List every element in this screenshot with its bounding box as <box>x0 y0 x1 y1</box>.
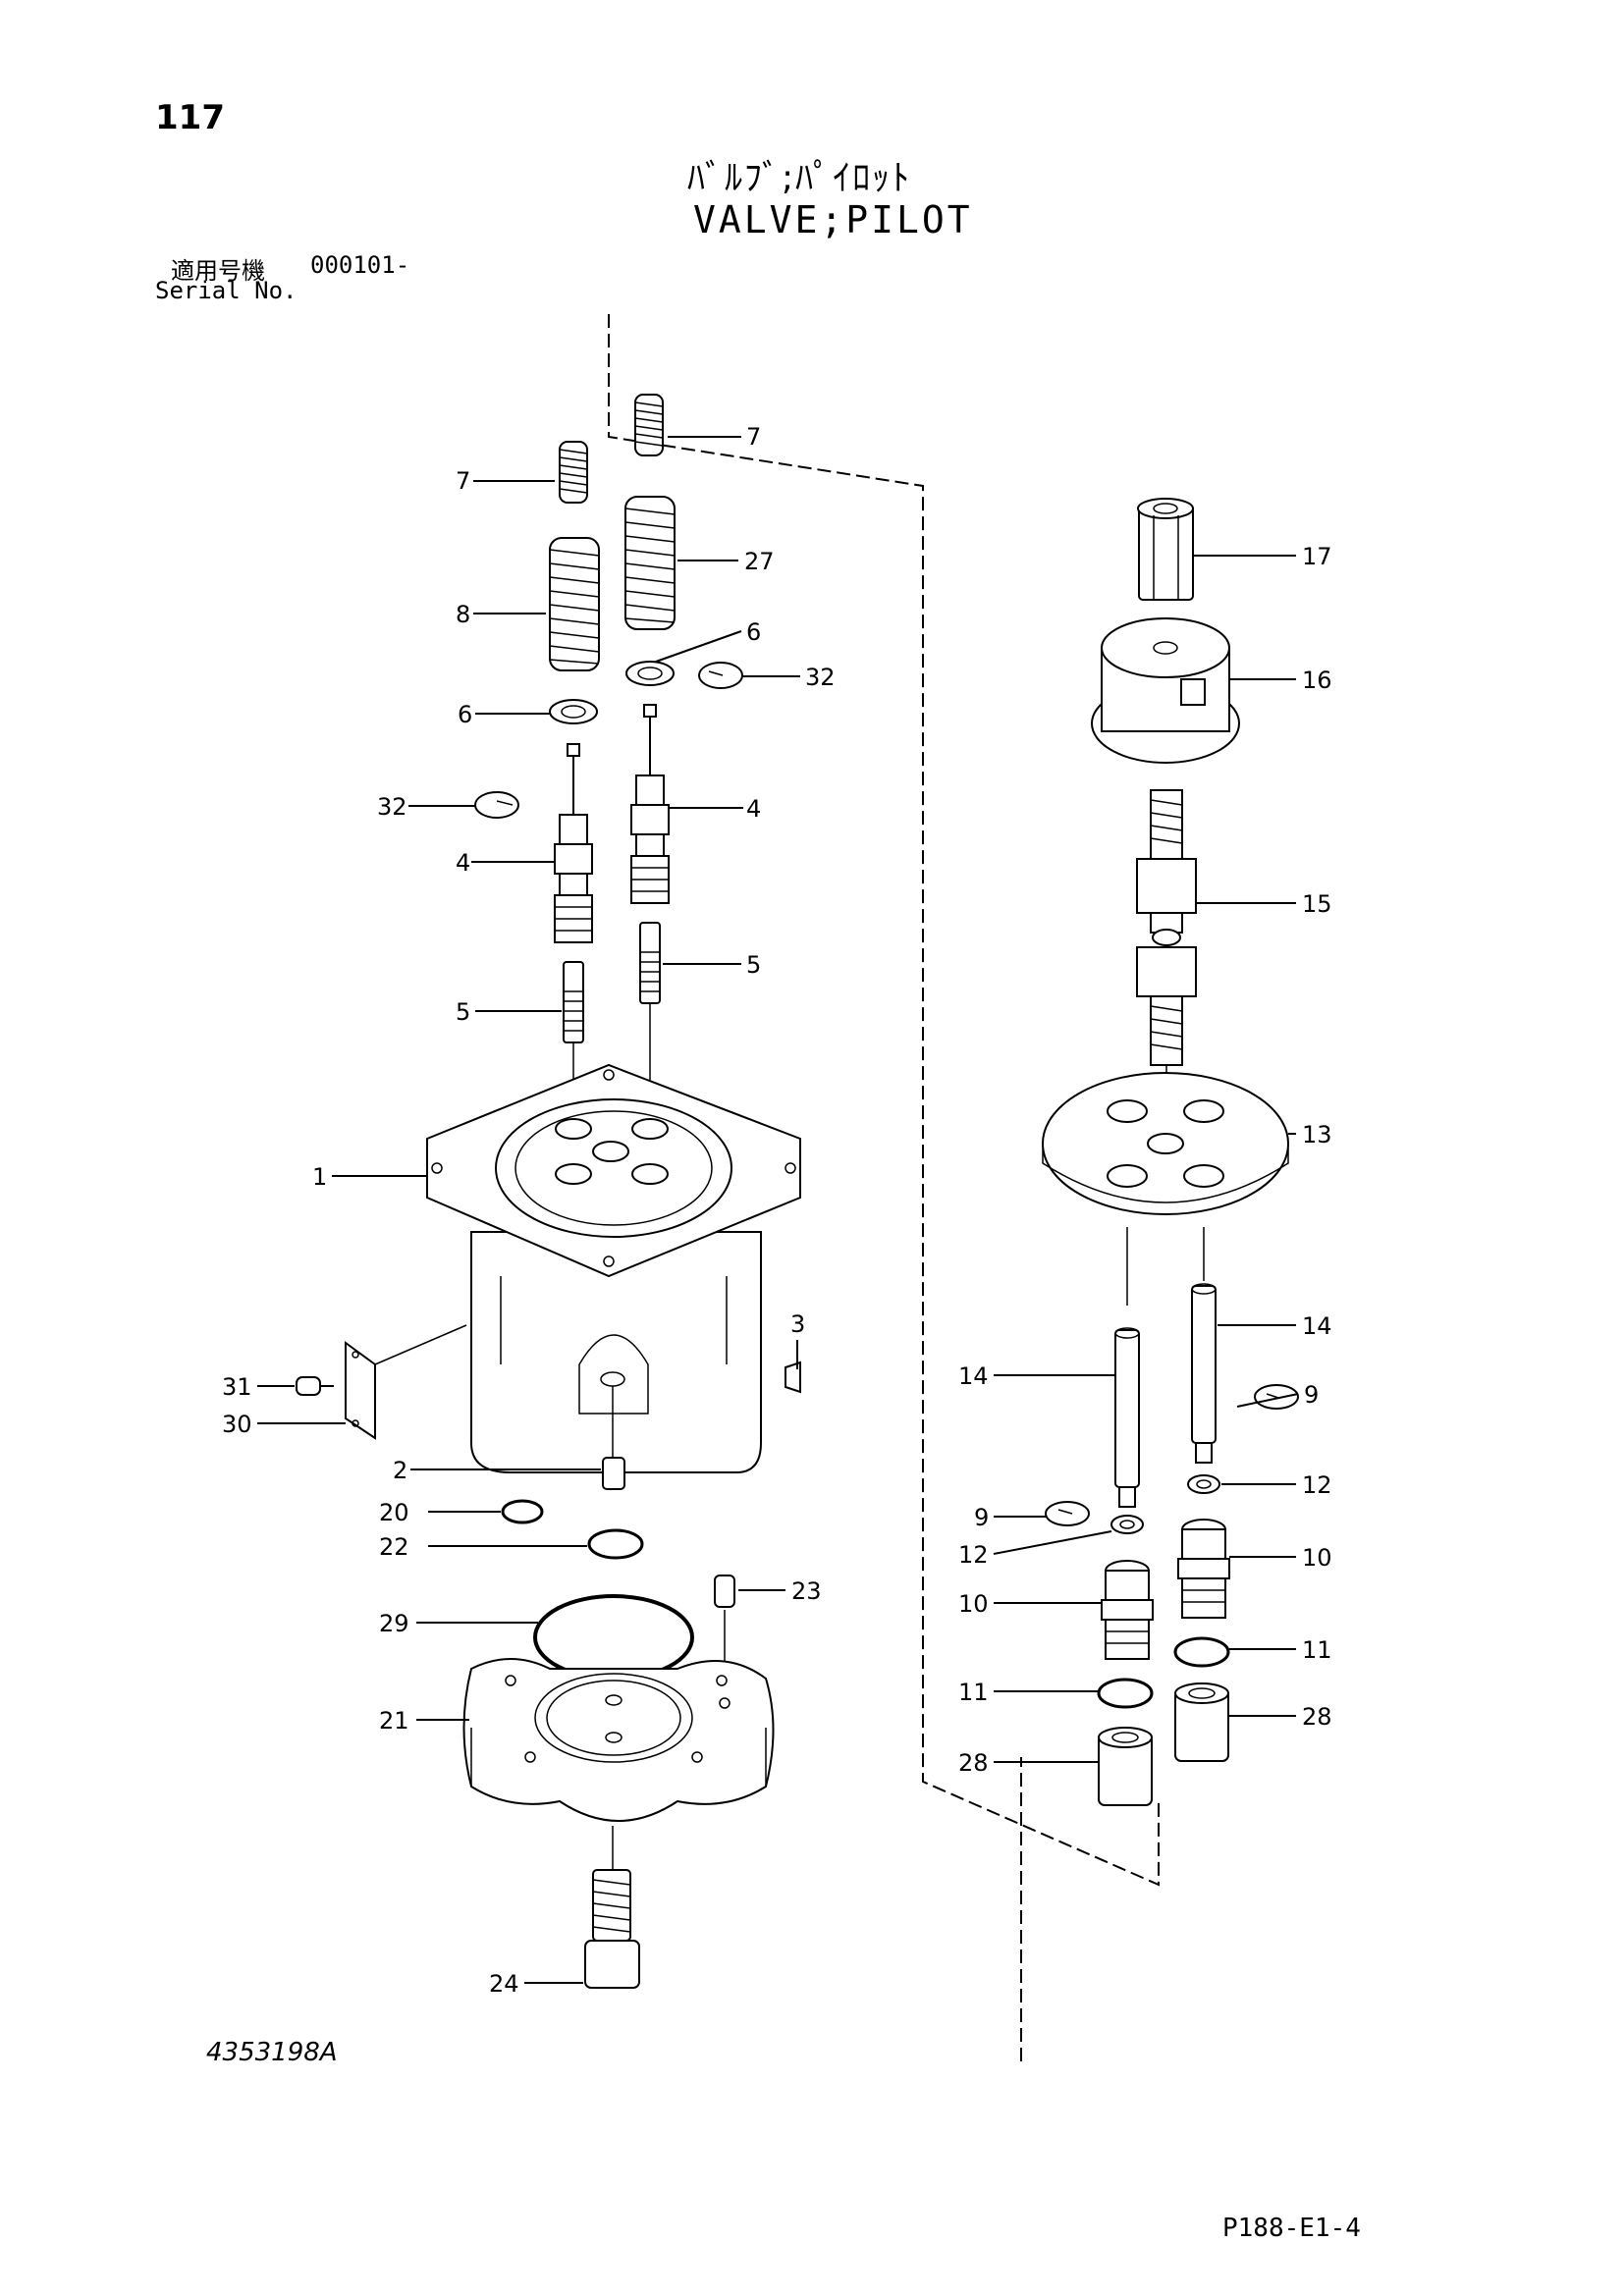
callout-21: 21 <box>379 1707 409 1735</box>
o-ring-22 <box>587 1528 644 1560</box>
callout-12: 12 <box>958 1541 989 1569</box>
nameplate-30 <box>345 1341 376 1440</box>
callout-32: 32 <box>377 793 407 821</box>
callout-10: 10 <box>958 1590 989 1618</box>
assembly-boundary <box>608 314 1160 2061</box>
retainer-32-right <box>698 662 743 689</box>
plunger-10-left <box>1101 1560 1154 1660</box>
retainer-32-left <box>474 791 519 819</box>
rod-5-right <box>639 922 661 1004</box>
bushing-28-left <box>1098 1727 1153 1806</box>
callout-5: 5 <box>456 998 470 1026</box>
serial-value: 000101- <box>310 251 410 279</box>
callout-6: 6 <box>746 618 761 646</box>
callout-9: 9 <box>974 1504 989 1531</box>
serial-label-japanese: 適用号機 <box>171 257 265 285</box>
callout-28: 28 <box>958 1749 989 1777</box>
title-japanese: ﾊﾞﾙﾌﾞ;ﾊﾟｲﾛｯﾄ <box>687 158 912 198</box>
washer-6-left <box>549 699 598 724</box>
callout-6: 6 <box>458 701 472 728</box>
callout-10: 10 <box>1302 1544 1332 1572</box>
page-number: 117 <box>155 98 225 137</box>
callout-11: 11 <box>958 1679 989 1706</box>
callout-11: 11 <box>1302 1636 1332 1664</box>
spring-27 <box>624 496 676 630</box>
spring-8 <box>549 537 600 671</box>
callout-30: 30 <box>222 1411 252 1438</box>
plate-21 <box>462 1658 775 1822</box>
bolt-24 <box>584 1826 640 1989</box>
callout-32: 32 <box>805 664 836 691</box>
o-ring-29 <box>533 1594 694 1681</box>
leader-lines <box>257 436 1299 1984</box>
joint-15 <box>1136 789 1197 1066</box>
callout-14: 14 <box>958 1362 989 1390</box>
serial-label-english: Serial No. <box>155 277 298 304</box>
callout-14: 14 <box>1302 1312 1332 1340</box>
cap-16 <box>1091 617 1240 764</box>
callout-5: 5 <box>746 951 761 979</box>
callout-12: 12 <box>1302 1471 1332 1499</box>
callout-28: 28 <box>1302 1703 1332 1731</box>
washer-12-left <box>1110 1515 1144 1534</box>
callout-17: 17 <box>1302 543 1332 570</box>
callout-20: 20 <box>379 1499 409 1526</box>
clip-9-right <box>1254 1384 1299 1410</box>
spring-7-right <box>634 394 664 456</box>
callout-7: 7 <box>456 467 470 495</box>
callout-27: 27 <box>744 548 775 575</box>
callout-2: 2 <box>393 1457 407 1484</box>
callout-7: 7 <box>746 423 761 451</box>
callout-24: 24 <box>489 1970 519 1998</box>
callout-23: 23 <box>791 1577 822 1605</box>
callout-16: 16 <box>1302 667 1332 694</box>
screw-31 <box>296 1376 334 1396</box>
o-ring-11-right <box>1173 1636 1230 1668</box>
bushing-28-right <box>1174 1682 1229 1762</box>
callout-4: 4 <box>456 849 470 877</box>
callout-22: 22 <box>379 1533 409 1561</box>
spring-7-left <box>559 441 588 504</box>
drawing-number: 4353198A <box>206 2038 338 2067</box>
nut-17 <box>1137 498 1194 601</box>
plunger-10-right <box>1177 1519 1230 1619</box>
callout-1: 1 <box>312 1163 327 1191</box>
page-reference: P188-E1-4 <box>1222 2214 1361 2243</box>
spool-4-right <box>630 704 670 904</box>
title-english: VALVE;PILOT <box>693 198 973 241</box>
washer-6-right <box>625 661 675 686</box>
callout-29: 29 <box>379 1610 409 1637</box>
callout-31: 31 <box>222 1373 252 1401</box>
plug-2 <box>602 1386 625 1490</box>
callout-13: 13 <box>1302 1121 1332 1148</box>
plug-3 <box>785 1361 801 1394</box>
callout-numbers: 7 7 27 8 6 6 32 32 4 4 5 5 1 3 31 30 2 2… <box>222 423 1332 1998</box>
callout-9: 9 <box>1304 1381 1319 1409</box>
disc-13 <box>1042 1072 1289 1215</box>
casing-1 <box>426 1063 801 1473</box>
callout-8: 8 <box>456 601 470 628</box>
rod-14-right <box>1191 1283 1217 1464</box>
callout-3: 3 <box>790 1310 805 1338</box>
rod-14-left <box>1114 1327 1140 1508</box>
washer-12-right <box>1187 1474 1220 1494</box>
callout-4: 4 <box>746 795 761 823</box>
clip-9-left <box>1045 1501 1090 1526</box>
callout-15: 15 <box>1302 890 1332 918</box>
o-ring-20 <box>501 1499 544 1524</box>
rod-5-left <box>563 961 584 1043</box>
o-ring-11-left <box>1097 1678 1154 1709</box>
spool-4-left <box>554 743 593 943</box>
